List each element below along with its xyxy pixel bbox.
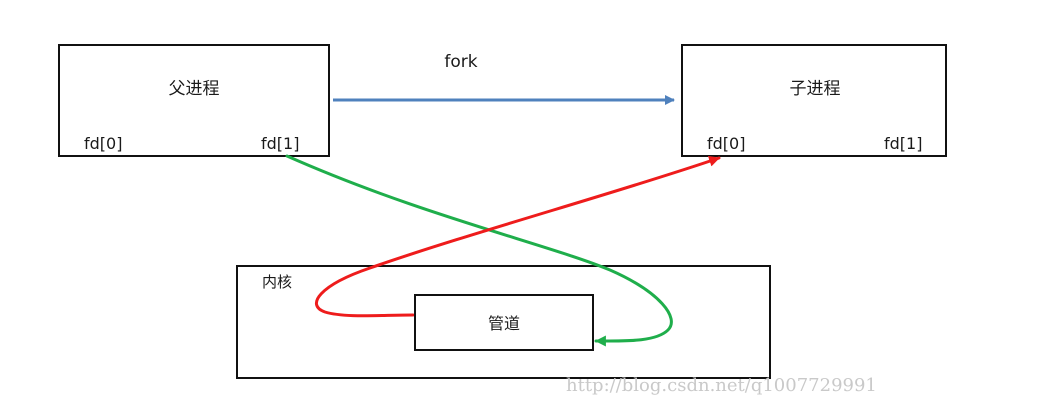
child-fd-write-label: fd[1]: [884, 134, 922, 153]
parent-fd-write-label: fd[1]: [261, 134, 299, 153]
parent-process-rect: [58, 44, 330, 157]
fork-connector: fork: [333, 52, 675, 105]
pipe-label: 管道: [488, 314, 520, 333]
child-process-rect: [681, 44, 947, 157]
fork-label: fork: [444, 52, 477, 72]
child-fd-read-label: fd[0]: [707, 134, 745, 153]
parent-process-title: 父进程: [169, 79, 220, 99]
child-process-title: 子进程: [790, 79, 841, 99]
kernel-title: 内核: [262, 273, 292, 291]
pipe-box: 管道: [414, 294, 594, 351]
write-arrow-green: [285, 154, 673, 347]
pipe-rect: [414, 294, 594, 351]
parent-process-box: 父进程 fd[0] fd[1]: [58, 44, 330, 157]
watermark-text: http://blog.csdn.net/q1007729991: [566, 375, 877, 396]
read-arrow-red: [314, 156, 721, 318]
parent-fd-read-label: fd[0]: [84, 134, 122, 153]
child-process-box: 子进程 fd[0] fd[1]: [681, 44, 947, 157]
